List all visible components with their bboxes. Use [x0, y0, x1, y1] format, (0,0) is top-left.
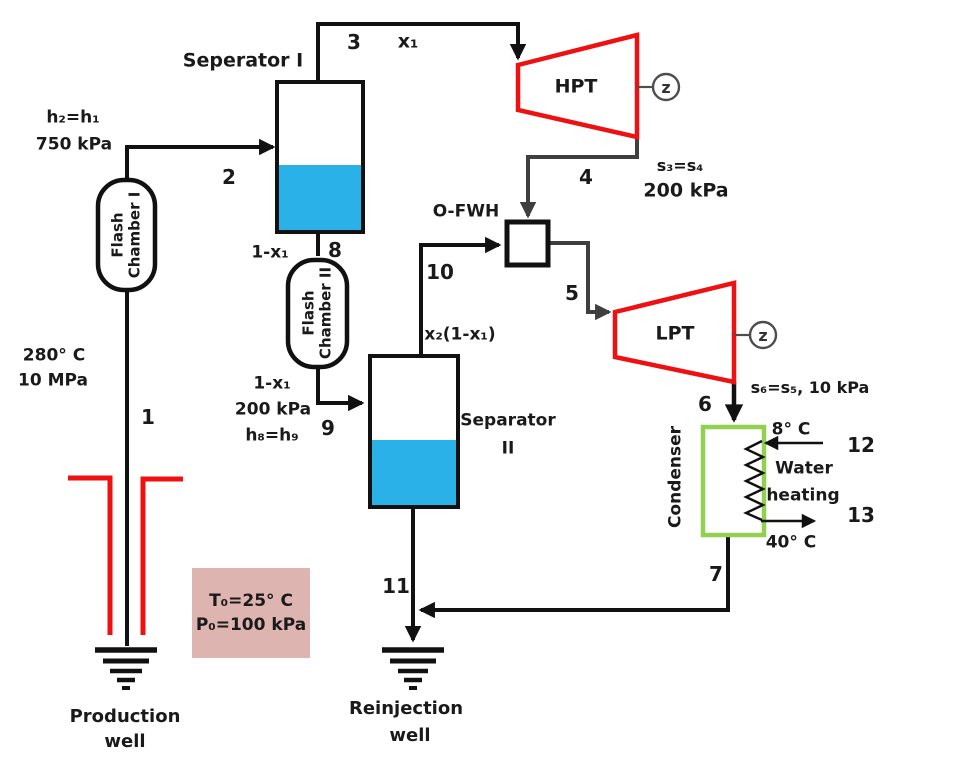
flash-chamber1-line2: Chamber I — [125, 191, 143, 279]
flash-chamber2-line2: Chamber II — [316, 266, 334, 360]
stream-13-label: 13 — [847, 503, 875, 527]
pipe-2-to-separator1 — [125, 138, 276, 182]
pipe-7-condenser-to-reinjection — [418, 535, 730, 619]
hpt-label: HPT — [554, 75, 598, 98]
quality-x1-label: x₁ — [397, 30, 419, 53]
separator2-liquid — [372, 440, 456, 505]
stream-2-label: 2 — [222, 165, 236, 189]
stream-1-label: 1 — [141, 405, 155, 429]
production-well-ground-icon — [95, 647, 157, 690]
reinjection-well-ground-icon — [382, 647, 444, 690]
separator1-liquid — [279, 165, 361, 230]
one-minus-x1-bottom-label: 1-x₁ — [253, 373, 291, 394]
lpt-generator-symbol: z — [758, 326, 767, 345]
condenser-vessel — [700, 424, 767, 538]
pressure-10mpa-label: 10 MPa — [18, 370, 88, 391]
stream-12-label: 12 — [847, 433, 875, 457]
flash-chamber1-line1: Flash — [108, 212, 127, 258]
flash-chamber2-label: Flash Chamber II — [299, 266, 335, 360]
stream-7-label: 7 — [709, 562, 723, 586]
flash-chamber1-label: Flash Chamber I — [108, 191, 144, 279]
stream-5-label: 5 — [565, 281, 579, 305]
flash-chamber1-vessel — [95, 177, 158, 293]
ambient-temp-label: T₀=25° C — [209, 591, 293, 611]
stream-8-label: 8 — [328, 238, 342, 262]
h2h1-label: h₂=h₁ — [46, 107, 100, 128]
water-heating-line1: Water — [775, 458, 833, 479]
stream-10-label: 10 — [426, 260, 454, 284]
well-casing-right — [140, 476, 183, 635]
reinjection-well-label-line2: well — [389, 725, 431, 747]
hpt-generator-icon — [651, 72, 681, 102]
pipe-10-to-ofwh — [419, 236, 502, 356]
well-casing-left — [68, 475, 113, 635]
lpt-turbine — [612, 280, 737, 385]
temp-8c-label: 8° C — [771, 419, 811, 440]
reinjection-well-label-line1: Reinjection — [348, 698, 464, 720]
pipe-3-to-hpt — [316, 22, 527, 84]
flash-chamber2-line1: Flash — [299, 290, 318, 336]
ofwh-label: O-FWH — [432, 201, 500, 222]
separator2-label-line2: II — [501, 438, 515, 459]
stream-4-label: 4 — [579, 165, 593, 189]
pipe-9-to-separator2 — [316, 367, 365, 412]
pressure-200-bottom-label: 200 kPa — [234, 399, 312, 420]
ambient-pressure-label: P₀=100 kPa — [195, 615, 307, 635]
h8h9-label: h₈=h₉ — [245, 425, 299, 446]
separator2-vessel — [368, 354, 460, 509]
pressure-200-right-label: 200 kPa — [643, 179, 729, 202]
ofwh-box — [504, 219, 551, 268]
stream-6-label: 6 — [698, 392, 712, 416]
stream-9-label: 9 — [321, 416, 335, 440]
production-well-label-line1: Production — [69, 706, 181, 728]
condenser-label: Condenser — [665, 425, 686, 529]
stream-11-label: 11 — [382, 574, 410, 598]
water-heating-line2: heating — [766, 485, 840, 506]
separator1-label: Seperator I — [182, 49, 304, 72]
x2-expression-label: x₂(1-x₁) — [424, 324, 496, 345]
pressure-750-label: 750 kPa — [35, 134, 113, 155]
s3s4-label: s₃=s₄ — [656, 156, 704, 176]
production-well-label-line2: well — [104, 731, 146, 753]
pipe-4-hpt-to-ofwh — [519, 135, 639, 219]
pipe-5-ofwh-to-lpt — [548, 241, 612, 321]
temp-280-label: 280° C — [22, 345, 86, 366]
temp-40c-label: 40° C — [765, 532, 817, 553]
condenser-coil-icon — [743, 439, 766, 522]
ambient-conditions-box: T₀=25° C P₀=100 kPa — [192, 568, 310, 658]
separator1-vessel — [275, 80, 365, 234]
separator2-label-line1: Separator — [460, 410, 556, 431]
stream-3-label: 3 — [347, 30, 361, 54]
flash-chamber2-vessel — [285, 257, 350, 370]
hpt-generator-symbol: z — [661, 78, 670, 97]
hpt-turbine — [515, 32, 640, 140]
s6s5-label: s₆=s₅, 10 kPa — [750, 378, 870, 398]
lpt-generator-icon — [748, 320, 778, 350]
lpt-label: LPT — [655, 322, 695, 345]
one-minus-x1-top-label: 1-x₁ — [251, 242, 289, 263]
